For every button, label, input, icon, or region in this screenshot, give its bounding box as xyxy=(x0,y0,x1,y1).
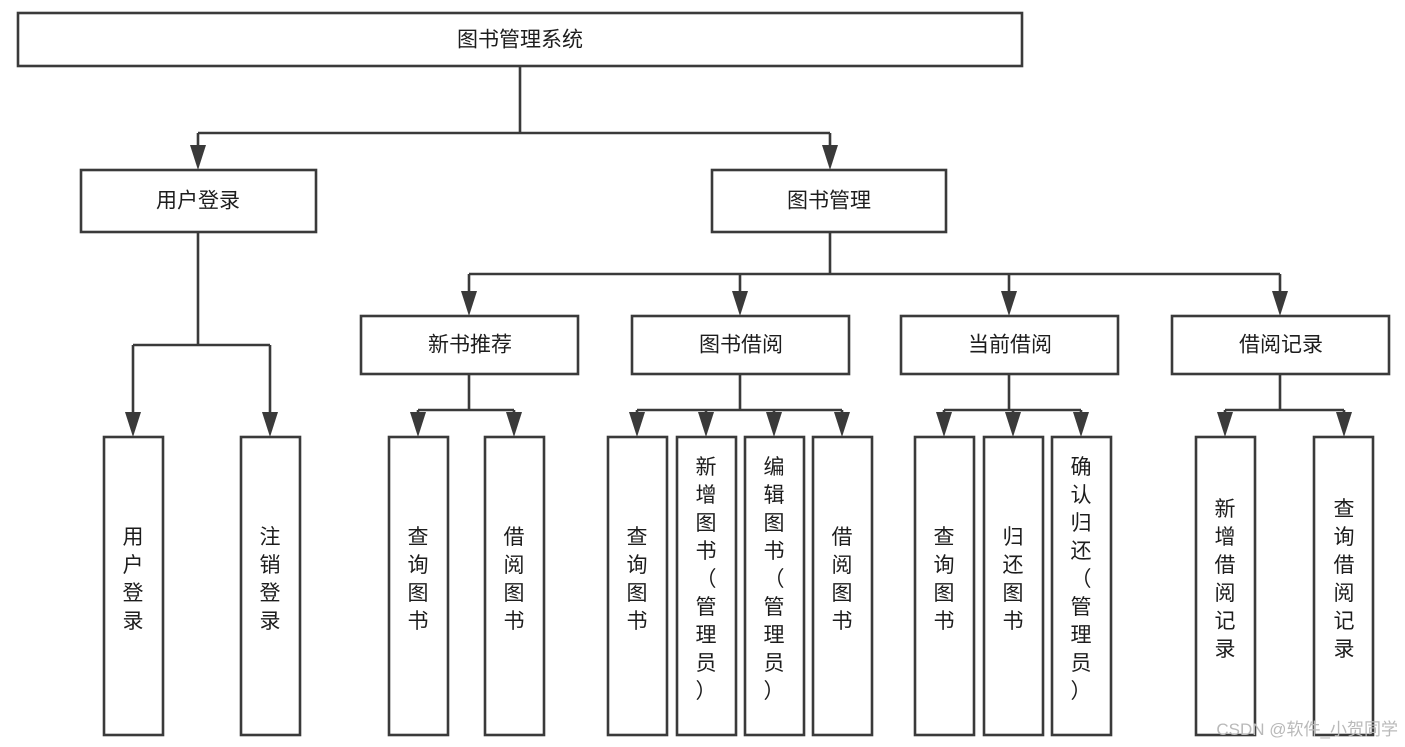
arrow-head-icon xyxy=(766,412,782,437)
leaf-node-borrow-book-rec[interactable]: 借阅图书 xyxy=(483,435,546,737)
watermark-label: CSDN @软件_小贺同学 xyxy=(1216,720,1398,739)
node-book-borrow[interactable]: 图书借阅 xyxy=(630,314,851,376)
arrow-head-icon xyxy=(629,412,645,437)
node-new-book-recommend-box[interactable] xyxy=(359,314,580,376)
leaf-borrow-book-rec-box[interactable] xyxy=(483,435,546,737)
node-current-borrow-box[interactable] xyxy=(899,314,1120,376)
leaf-query-book-bor-label: 查询图书 xyxy=(627,526,648,633)
connector-group-root xyxy=(190,66,838,170)
leaf-add-record-label: 新增借阅记录 xyxy=(1215,498,1236,661)
leaf-query-book-bor-box[interactable] xyxy=(606,435,669,737)
connector-group-book-borrow xyxy=(629,374,850,437)
connector-group-current-borrow xyxy=(936,374,1089,437)
arrow-head-icon xyxy=(410,412,426,437)
leaf-node-query-book-cur[interactable]: 查询图书 xyxy=(913,435,976,737)
leaf-user-login-label: 用户登录 xyxy=(123,526,144,633)
leaf-user-login-box[interactable] xyxy=(102,435,165,737)
leaf-node-return-book[interactable]: 归还图书 xyxy=(982,435,1045,737)
arrow-head-icon xyxy=(1005,412,1021,437)
arrow-head-icon xyxy=(834,412,850,437)
leaf-node-borrow-book-bor[interactable]: 借阅图书 xyxy=(811,435,874,737)
leaf-node-add-book[interactable]: 新增图书（管理员） xyxy=(675,435,738,737)
node-new-book-recommend[interactable]: 新书推荐 xyxy=(359,314,580,376)
node-user-login-label: 用户登录 xyxy=(156,190,240,213)
node-book-borrow-label: 图书借阅 xyxy=(699,334,783,357)
leaf-query-record-label: 查询借阅记录 xyxy=(1334,498,1355,661)
leaf-node-add-record[interactable]: 新增借阅记录 xyxy=(1194,435,1257,737)
arrow-head-icon xyxy=(1073,412,1089,437)
leaf-return-book-box[interactable] xyxy=(982,435,1045,737)
node-user-login-box[interactable] xyxy=(79,168,318,234)
node-user-login[interactable]: 用户登录 xyxy=(79,168,318,234)
leaf-borrow-book-bor-label: 借阅图书 xyxy=(832,526,853,633)
connector-group-user-login xyxy=(125,232,278,437)
leaf-query-book-cur-label: 查询图书 xyxy=(934,526,955,633)
arrow-head-icon xyxy=(732,291,748,316)
arrow-head-icon xyxy=(1217,412,1233,437)
node-root-box[interactable] xyxy=(16,11,1024,68)
node-book-manage-box[interactable] xyxy=(710,168,948,234)
leaf-add-book-label: 新增图书（管理员） xyxy=(696,456,717,703)
arrow-head-icon xyxy=(936,412,952,437)
node-borrow-record[interactable]: 借阅记录 xyxy=(1170,314,1391,376)
arrow-head-icon xyxy=(1336,412,1352,437)
arrow-head-icon xyxy=(461,291,477,316)
node-book-manage-label: 图书管理 xyxy=(787,190,871,213)
node-borrow-record-box[interactable] xyxy=(1170,314,1391,376)
leaf-query-book-rec-box[interactable] xyxy=(387,435,450,737)
arrow-head-icon xyxy=(1001,291,1017,316)
node-new-book-recommend-label: 新书推荐 xyxy=(428,334,512,357)
leaf-borrow-book-bor-box[interactable] xyxy=(811,435,874,737)
arrow-head-icon xyxy=(125,412,141,437)
leaf-query-book-cur-box[interactable] xyxy=(913,435,976,737)
leaf-node-query-book-rec[interactable]: 查询图书 xyxy=(387,435,450,737)
arrow-head-icon xyxy=(190,145,206,170)
node-root[interactable]: 图书管理系统 xyxy=(16,11,1024,68)
leaf-edit-book-box[interactable] xyxy=(743,435,806,737)
arrow-head-icon xyxy=(698,412,714,437)
leaf-query-book-rec-label: 查询图书 xyxy=(408,526,429,633)
arrow-head-icon xyxy=(506,412,522,437)
leaf-return-book-label: 归还图书 xyxy=(1003,526,1024,633)
leaf-node-user-logout[interactable]: 注销登录 xyxy=(239,435,302,737)
leaf-node-user-login[interactable]: 用户登录 xyxy=(102,435,165,737)
arrow-head-icon xyxy=(1272,291,1288,316)
arrow-head-icon xyxy=(822,145,838,170)
node-book-manage[interactable]: 图书管理 xyxy=(710,168,948,234)
leaf-add-record-box[interactable] xyxy=(1194,435,1257,737)
node-book-borrow-box[interactable] xyxy=(630,314,851,376)
leaf-add-book-box[interactable] xyxy=(675,435,738,737)
leaf-confirm-return-box[interactable] xyxy=(1050,435,1113,737)
leaf-node-query-book-bor[interactable]: 查询图书 xyxy=(606,435,669,737)
leaf-confirm-return-label: 确认归还（管理员） xyxy=(1071,456,1092,703)
node-borrow-record-label: 借阅记录 xyxy=(1239,334,1323,357)
connector-group-borrow-record xyxy=(1217,374,1352,437)
node-current-borrow[interactable]: 当前借阅 xyxy=(899,314,1120,376)
node-root-label: 图书管理系统 xyxy=(457,29,583,52)
leaf-node-confirm-return[interactable]: 确认归还（管理员） xyxy=(1050,435,1113,737)
leaf-node-query-record[interactable]: 查询借阅记录 xyxy=(1312,435,1375,737)
leaf-query-record-box[interactable] xyxy=(1312,435,1375,737)
leaf-node-edit-book[interactable]: 编辑图书（管理员） xyxy=(743,435,806,737)
leaf-borrow-book-rec-label: 借阅图书 xyxy=(504,526,525,633)
leaf-user-logout-label: 注销登录 xyxy=(260,526,281,633)
arrow-head-icon xyxy=(262,412,278,437)
node-current-borrow-label: 当前借阅 xyxy=(968,334,1052,357)
leaf-user-logout-box[interactable] xyxy=(239,435,302,737)
leaf-edit-book-label: 编辑图书（管理员） xyxy=(764,456,785,703)
connector-group-book-manage xyxy=(461,232,1288,316)
connector-group-new-book-recommend xyxy=(410,374,522,437)
